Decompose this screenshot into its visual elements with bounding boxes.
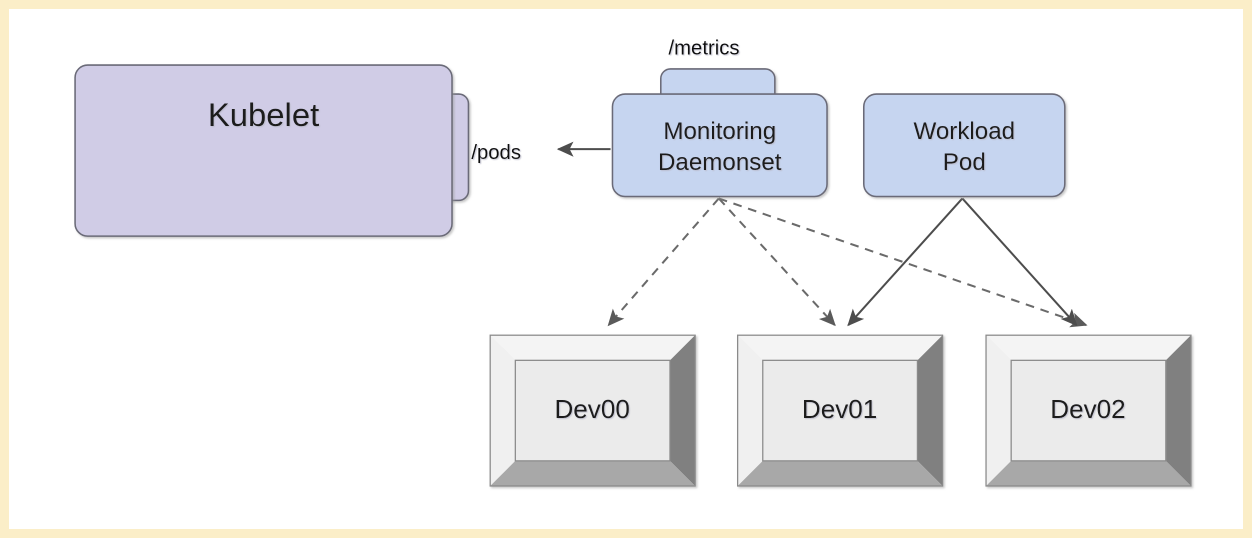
dev00-bevel-right — [670, 334, 696, 487]
dev01-inner-outline — [762, 359, 919, 462]
dev01-label: Dev01 — [802, 394, 877, 424]
edge-monitoring-to-dev01 — [718, 197, 836, 327]
dev00-bevel-bottom — [489, 461, 696, 487]
dev00-bevel-left — [489, 334, 515, 487]
dev01-bevel-bottom — [737, 461, 944, 487]
kubelet-shape[interactable] — [74, 64, 453, 237]
dev02-label: Dev02 — [1050, 394, 1125, 424]
dev01-node[interactable]: Dev01 — [737, 334, 944, 487]
dev01-outline — [737, 334, 944, 487]
dev02-inner-outline — [1010, 359, 1167, 462]
workload-pod-shape[interactable] — [862, 93, 1066, 198]
dev00-bevel-top — [489, 334, 696, 360]
dev01-bevel-left — [737, 334, 763, 487]
dev02-bevel-right — [1166, 334, 1192, 487]
metrics-endpoint-label: /metrics — [669, 37, 740, 59]
monitoring-daemonset-shape[interactable] — [611, 93, 828, 198]
monitoring-daemonset-node[interactable]: Monitoring Daemonset — [611, 93, 828, 198]
dev02-bevel-bottom — [985, 461, 1192, 487]
dev01-bevel-right — [917, 334, 944, 487]
dev00-inner-outline — [514, 359, 671, 462]
dev02-node[interactable]: Dev02 — [985, 334, 1192, 487]
workload-pod-label-line2: Pod — [943, 149, 986, 176]
workload-pod-node[interactable]: Workload Pod — [862, 93, 1066, 198]
dev02-bevel-top — [985, 334, 1192, 360]
dev00-node[interactable]: Dev00 — [489, 334, 696, 487]
workload-pod-label-line1: Workload — [913, 118, 1015, 145]
dev00-outline — [489, 334, 696, 487]
dev01-bevel-top — [737, 334, 944, 360]
dev02-outline — [985, 334, 1192, 487]
monitoring-daemonset-label-line1: Monitoring — [663, 118, 776, 145]
dev02-bevel-left — [985, 334, 1011, 487]
kubelet-label: Kubelet — [208, 96, 319, 133]
kubelet-node[interactable]: Kubelet — [74, 64, 453, 237]
edge-workload-to-dev01 — [847, 197, 964, 327]
edge-workload-to-dev02 — [961, 197, 1078, 327]
diagram-svg: Kubelet /pods /metrics Monitoring Daemon… — [74, 37, 1192, 487]
edge-monitoring-to-dev00 — [607, 197, 720, 327]
dev00-label: Dev00 — [554, 394, 629, 424]
pods-endpoint-label: /pods — [471, 142, 521, 164]
monitoring-daemonset-label-line2: Daemonset — [658, 149, 782, 176]
edge-monitoring-to-dev02 — [718, 197, 1088, 328]
